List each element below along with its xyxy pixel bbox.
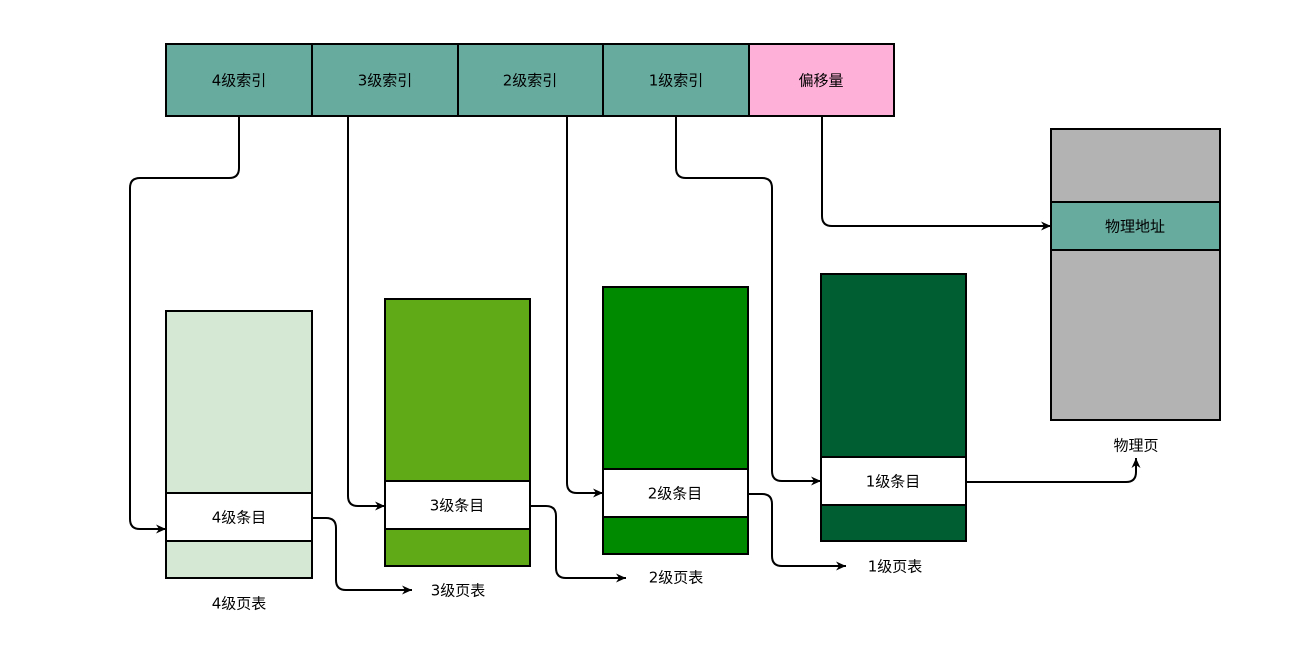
page-table-label: 3级页表 xyxy=(431,582,486,600)
page-table-label: 1级页表 xyxy=(868,558,923,576)
address-field-level3-index: 3级索引 xyxy=(311,43,459,117)
connector-level1-entry-to-physical-page xyxy=(966,458,1141,483)
connector-level3-entry-to-level2-table xyxy=(530,505,626,583)
physical-page-body xyxy=(1050,128,1221,421)
page-table-level1: 1级条目 1级页表 xyxy=(820,273,967,576)
page-table-entry xyxy=(820,456,967,506)
address-field-box xyxy=(165,43,313,117)
virtual-address-bar: 4级索引 3级索引 2级索引 1级索引 偏移量 xyxy=(165,43,895,117)
page-table-entry-label: 2级条目 xyxy=(648,485,703,503)
page-table-entry-label: 4级条目 xyxy=(212,509,267,527)
page-table-entry-label: 3级条目 xyxy=(430,497,485,515)
page-table-label: 2级页表 xyxy=(649,569,704,587)
address-field-label: 4级索引 xyxy=(212,72,267,90)
page-table-level4: 4级条目 4级页表 xyxy=(165,310,313,613)
connector-offset-to-physical-address xyxy=(821,116,1051,231)
physical-page-label: 物理页 xyxy=(1113,437,1158,455)
address-field-label: 1级索引 xyxy=(649,72,704,90)
address-field-label: 2级索引 xyxy=(503,72,558,90)
address-field-label: 偏移量 xyxy=(798,72,843,90)
physical-address-label: 物理地址 xyxy=(1105,218,1165,236)
address-field-level1-index: 1级索引 xyxy=(602,43,750,117)
address-field-level2-index: 2级索引 xyxy=(457,43,604,117)
connector-level2-index-to-entry xyxy=(566,116,603,498)
connector-level1-index-to-entry xyxy=(675,116,821,486)
physical-page: 物理地址 物理页 xyxy=(1050,128,1221,455)
address-field-box xyxy=(311,43,459,117)
page-table-label: 4级页表 xyxy=(212,595,267,613)
address-field-level4-index: 4级索引 xyxy=(165,43,313,117)
page-table-entry-label: 1级条目 xyxy=(866,473,921,491)
page-table-level2: 2级条目 2级页表 xyxy=(602,286,749,587)
address-field-offset: 偏移量 xyxy=(748,43,895,117)
address-field-label: 3级索引 xyxy=(358,72,413,90)
page-table-entry xyxy=(165,492,313,542)
connector-level4-entry-to-level3-table xyxy=(312,517,412,595)
connector-level2-entry-to-level1-table xyxy=(748,493,846,571)
page-table-level3: 3级条目 3级页表 xyxy=(384,298,531,600)
connector-level3-index-to-entry xyxy=(347,116,385,511)
physical-address-cell xyxy=(1050,201,1221,251)
connector-level4-index-to-entry xyxy=(129,116,240,534)
address-field-box xyxy=(457,43,604,117)
